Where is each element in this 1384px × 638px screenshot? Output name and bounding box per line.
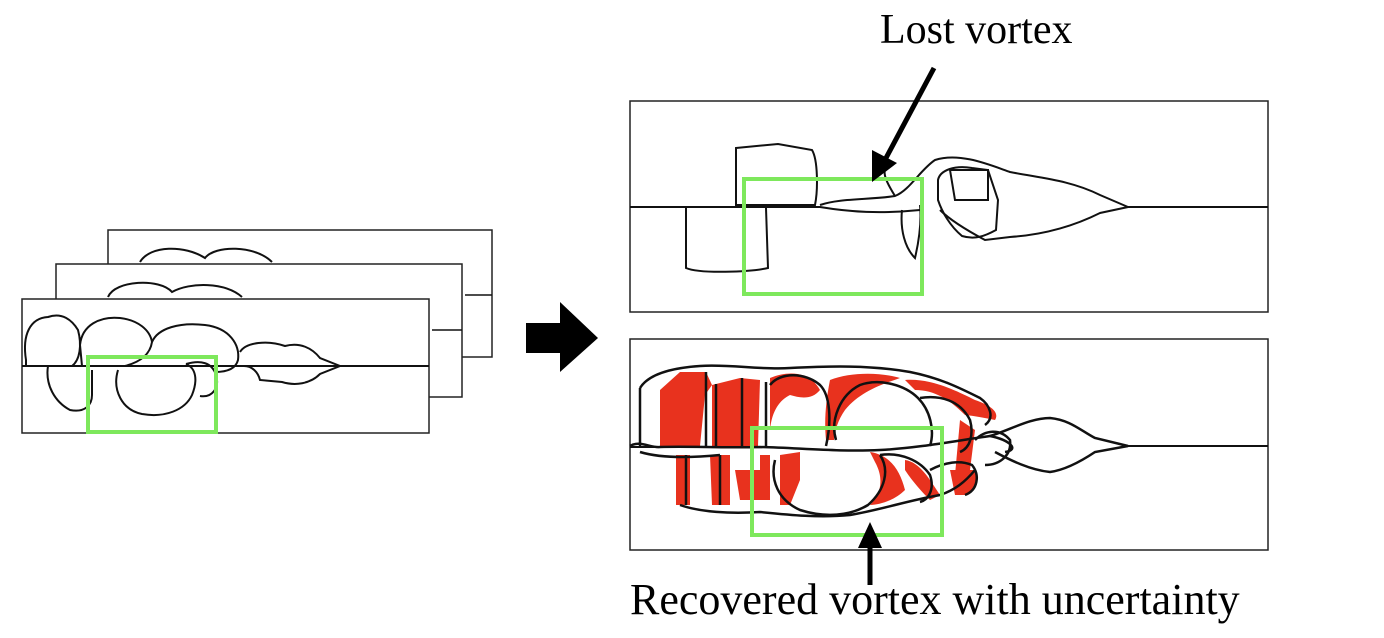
uncertainty-region [660, 372, 997, 505]
panel-lost-vortex [629, 100, 1269, 313]
vortex-outline [685, 207, 770, 273]
vortex-outline [948, 169, 989, 201]
input-frame-stack [21, 229, 493, 434]
lost-vortex-label: Lost vortex [880, 7, 1073, 53]
input-frame-front [21, 298, 430, 434]
vortex-outline [78, 316, 154, 367]
vortex-outline [115, 363, 197, 416]
vortex-outline [937, 166, 1000, 239]
vortex-outline [735, 142, 818, 206]
panel-recovered-vortex [629, 338, 1269, 551]
lost-vortex-pointer-arrow [872, 66, 937, 182]
vortex-outline [819, 156, 1132, 242]
recovered-vortex-label: Recovered vortex with uncertainty [630, 575, 1240, 624]
highlight-box [86, 355, 218, 434]
highlight-box [742, 177, 924, 296]
vortex-outline [46, 365, 93, 412]
vortex-outline [24, 314, 81, 367]
recovered-vortex-pointer-arrow [858, 522, 882, 585]
vortex-outline [239, 341, 343, 385]
vortex-outline [151, 323, 240, 373]
highlight-box [750, 426, 944, 537]
right-arrow-icon [526, 302, 598, 372]
